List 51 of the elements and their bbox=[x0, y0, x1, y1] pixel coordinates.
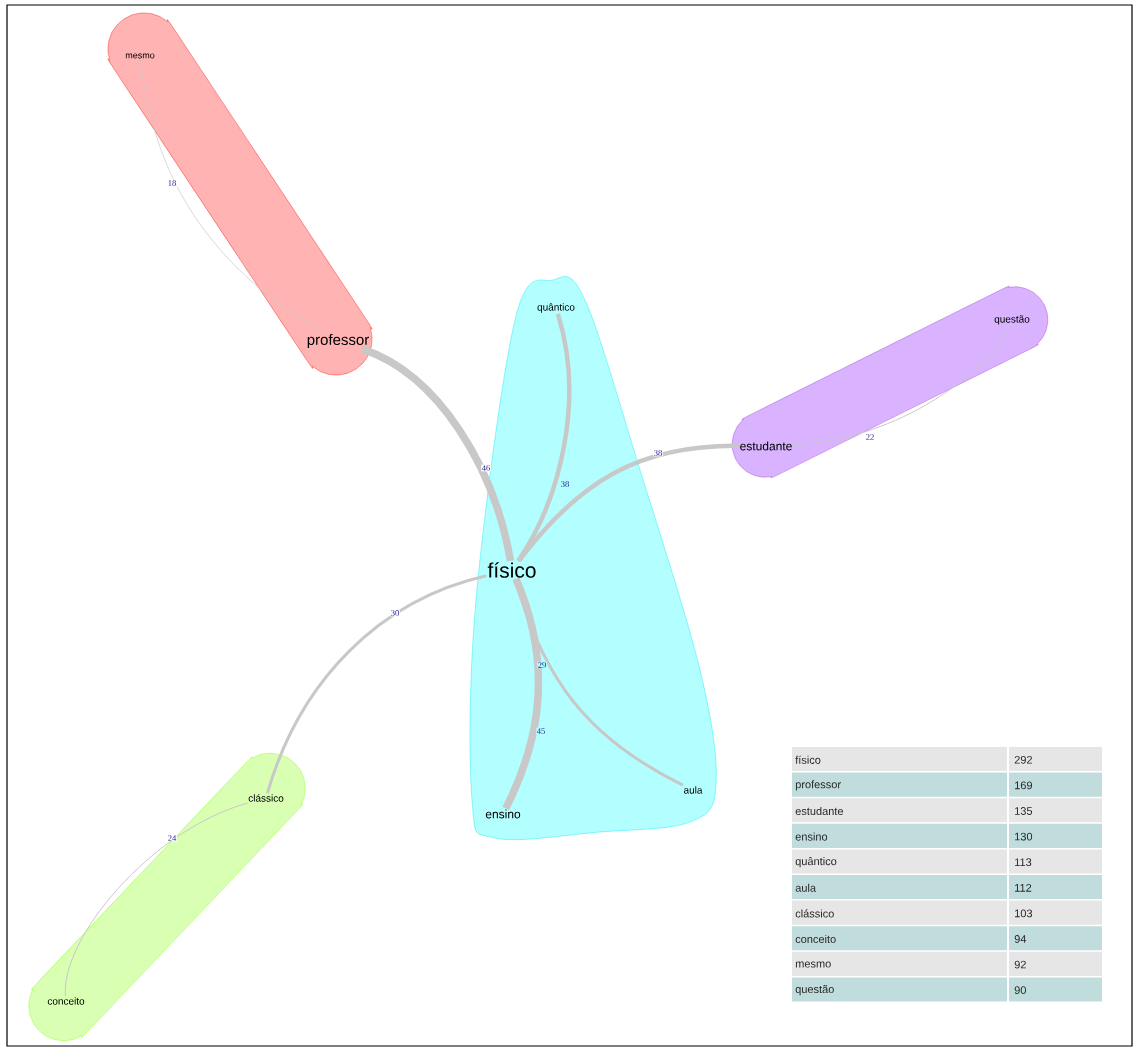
table-cell: conceito bbox=[792, 926, 1007, 951]
table-cell: 113 bbox=[1009, 849, 1102, 874]
table-cell: 92 bbox=[1009, 951, 1102, 976]
word-label: mesmo bbox=[125, 53, 155, 59]
connector-line bbox=[516, 313, 572, 563]
edge-label: 24 bbox=[167, 834, 177, 842]
word-label: conceito bbox=[47, 997, 85, 1005]
word-label: estudante bbox=[740, 441, 792, 451]
connector-line bbox=[140, 59, 325, 334]
table-cell: 292 bbox=[1009, 747, 1102, 772]
edge-label: 38 bbox=[653, 449, 663, 457]
table-cell: 90 bbox=[1009, 977, 1102, 1002]
table-cell: físico bbox=[792, 747, 1007, 772]
table-cell: 94 bbox=[1009, 926, 1102, 951]
table-cell: mesmo bbox=[792, 951, 1007, 976]
edge-label: 29 bbox=[537, 661, 547, 669]
word-label: professor bbox=[307, 334, 369, 348]
connector-line bbox=[517, 443, 739, 563]
table-cell: quântico bbox=[792, 849, 1007, 874]
table-cell: 112 bbox=[1009, 875, 1102, 900]
table-cell: 130 bbox=[1009, 823, 1102, 848]
connector-line bbox=[793, 325, 1010, 446]
word-label: aula bbox=[684, 786, 703, 794]
word-label: questão bbox=[994, 315, 1030, 325]
connector-line bbox=[502, 577, 542, 810]
edge-label: 38 bbox=[560, 480, 570, 488]
table-cell: estudante bbox=[792, 798, 1007, 823]
cluster-halo bbox=[732, 286, 1048, 478]
table-cell: questão bbox=[792, 977, 1007, 1002]
word-label: quântico bbox=[537, 303, 575, 313]
edge-label: 45 bbox=[536, 727, 546, 735]
connector-line bbox=[513, 578, 684, 787]
table-cell: 135 bbox=[1009, 798, 1102, 823]
word-label: ensino bbox=[485, 809, 521, 819]
word-label: clássico bbox=[248, 794, 284, 802]
table-cell: professor bbox=[792, 772, 1007, 797]
connector-line bbox=[65, 802, 249, 997]
edge-label: 30 bbox=[390, 609, 400, 617]
table-cell: aula bbox=[792, 875, 1007, 900]
table-cell: 103 bbox=[1009, 900, 1102, 925]
cluster-halo bbox=[107, 12, 373, 376]
connector-line bbox=[361, 345, 515, 562]
cluster-halo bbox=[469, 276, 717, 840]
table-cell: ensino bbox=[792, 823, 1007, 848]
cluster-halo bbox=[28, 752, 306, 1041]
edge-label: 18 bbox=[167, 179, 177, 187]
word-label: físico bbox=[487, 562, 536, 578]
table-cell: clássico bbox=[792, 900, 1007, 925]
edge-label: 46 bbox=[481, 464, 491, 472]
table-cell: 169 bbox=[1009, 772, 1102, 797]
edge-label: 22 bbox=[865, 433, 875, 441]
